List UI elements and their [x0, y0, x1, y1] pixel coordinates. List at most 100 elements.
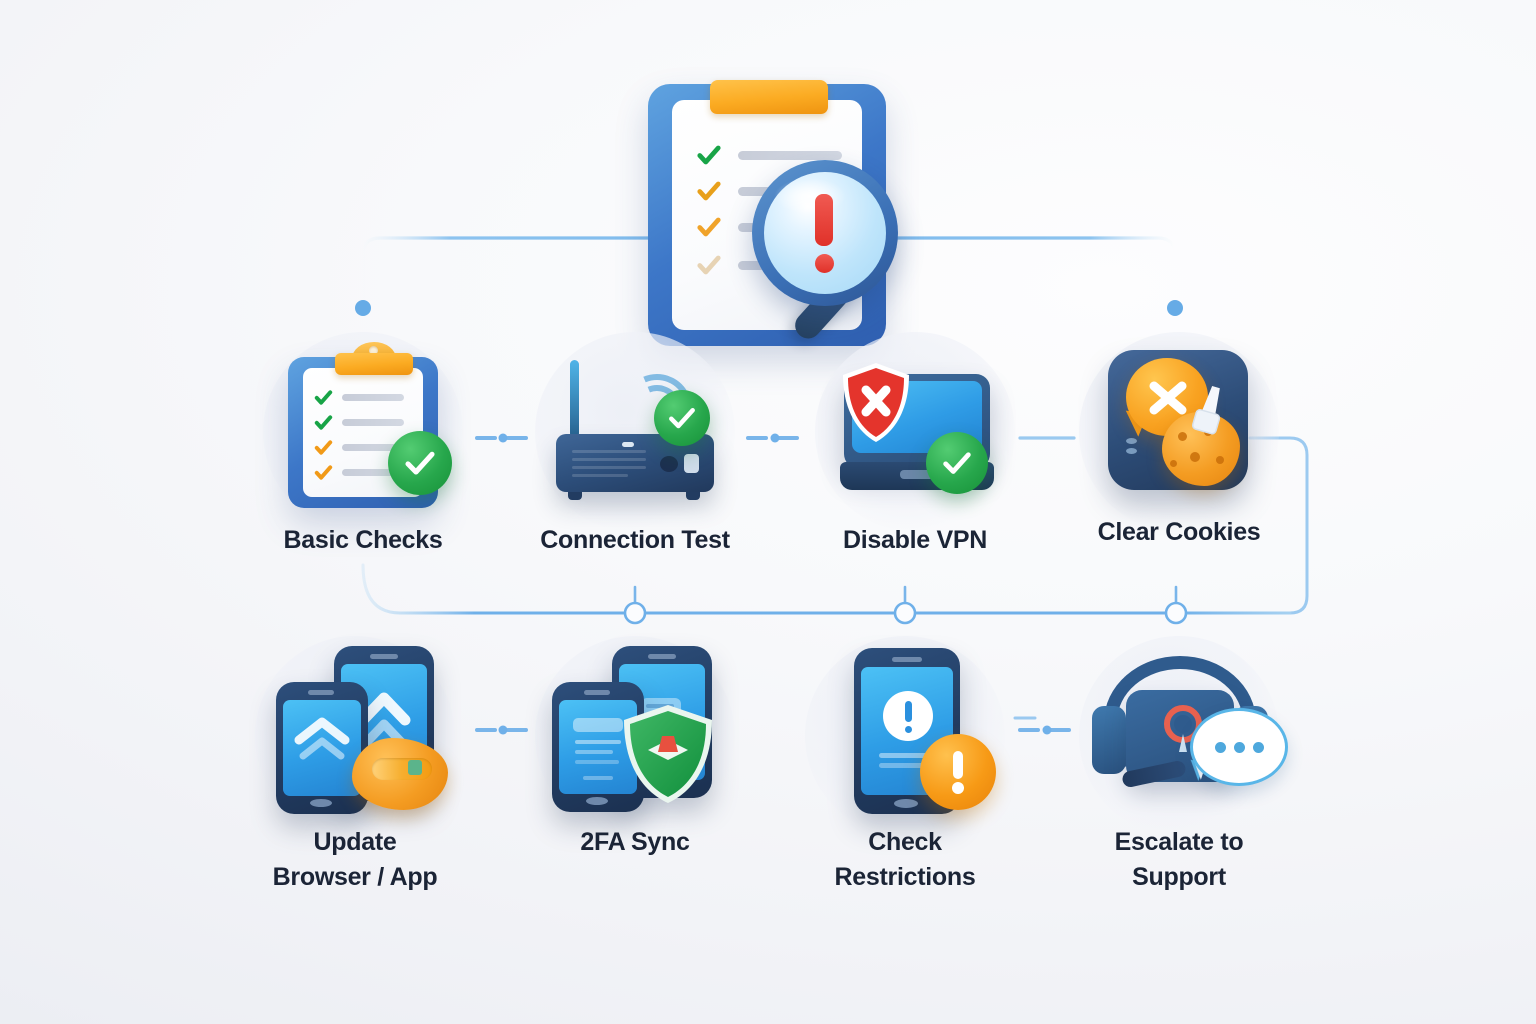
screen-text-2 — [575, 750, 613, 754]
magnifier-shine — [774, 178, 846, 214]
node-label-line-2: Browser / App — [272, 862, 438, 891]
cookie-chip-3 — [1190, 452, 1200, 462]
node-connection-test[interactable]: Connection Test — [520, 332, 750, 558]
check-icon-2 — [696, 178, 722, 204]
node-2fa-sync[interactable]: 2FA Sync — [520, 636, 750, 860]
junction-node-support — [1164, 601, 1188, 625]
router-status-light — [622, 442, 634, 447]
check-icon-3 — [314, 438, 333, 457]
chat-dot-2 — [1233, 741, 1245, 753]
headset-ear-left — [1092, 706, 1126, 774]
check-icon-3 — [696, 214, 722, 240]
alert-exclamation-bar — [815, 194, 833, 246]
connector-cookies-to-bus — [1174, 436, 1309, 615]
phone-alert-icon — [790, 640, 1020, 825]
screen-title — [573, 718, 623, 732]
node-label-clear-cookies: Clear Cookies — [1097, 518, 1261, 546]
exclamation-icon — [952, 751, 964, 794]
node-label-line-2: Support — [1132, 862, 1226, 891]
dashed-link-dot-2 — [770, 433, 780, 443]
screen-text-3 — [575, 760, 619, 764]
router-vent-1 — [572, 450, 646, 453]
router-antenna — [570, 360, 579, 438]
node-escalate-to-support[interactable]: Escalate to Support — [1064, 636, 1294, 894]
router-vent-3 — [572, 466, 646, 469]
node-label-line-1: Escalate to — [1114, 828, 1244, 856]
screen-text-1 — [646, 704, 674, 708]
clipboard-check-icon — [248, 338, 478, 523]
eraser-brush-icon — [1191, 386, 1221, 435]
phone-front-screen — [283, 700, 361, 796]
cookie-chip-1 — [1178, 432, 1187, 441]
alert-exclamation-dot — [815, 254, 834, 273]
screen-text-1 — [879, 753, 935, 758]
laptop-shield-x-icon — [800, 338, 1030, 523]
node-label-basic-checks: Basic Checks — [283, 526, 443, 554]
node-label-line-1: 2FA Sync — [580, 828, 690, 856]
x-icon — [1149, 381, 1187, 415]
junction-node-2fa — [623, 601, 647, 625]
orange-badge-pill — [372, 758, 432, 780]
headset-chat-icon — [1064, 640, 1294, 825]
junction-node-restrictions — [893, 601, 917, 625]
node-clear-cookies[interactable]: Clear Cookies — [1064, 330, 1294, 550]
connector-lower-bus — [361, 563, 1292, 615]
chat-bubble-badge — [1190, 708, 1288, 786]
dashed-link-dot-1 — [498, 433, 508, 443]
check-icon-1 — [696, 142, 722, 168]
clipboard-clip — [710, 80, 828, 114]
node-label-update-browser-app: Update Browser / App — [240, 825, 470, 894]
check-icon-4 — [314, 463, 333, 482]
shield-x-icon — [838, 360, 914, 446]
green-check-badge — [654, 390, 710, 446]
node-check-restrictions[interactable]: Check Restrictions — [790, 636, 1020, 894]
card-dot-2 — [1126, 448, 1137, 454]
router-led — [684, 454, 699, 473]
phones-shield-icon — [520, 640, 750, 825]
phone-front-notch — [308, 690, 334, 695]
orange-badge-chip — [408, 760, 422, 775]
endpoint-dot-left — [355, 300, 371, 316]
phone-front-screen — [559, 700, 637, 794]
node-label-line-2: Restrictions — [834, 862, 976, 891]
checklist-line-1 — [738, 151, 842, 160]
phone-front-home — [586, 797, 608, 805]
laptop-trackpad — [900, 470, 934, 479]
screen-text-1 — [575, 740, 621, 744]
root-node-troubleshooting-checklist[interactable] — [640, 58, 900, 358]
node-disable-vpn[interactable]: Disable VPN — [800, 332, 1030, 558]
check-icon-2 — [314, 413, 333, 432]
connector-root-to-right — [788, 236, 1177, 302]
check-icon-1 — [314, 388, 333, 407]
green-shield-badge — [624, 705, 712, 803]
checklist-line-1 — [342, 394, 404, 401]
node-label-connection-test: Connection Test — [540, 526, 730, 554]
clipboard-clip-hole — [369, 346, 378, 355]
clipboard-clip — [335, 353, 413, 375]
card-dot-1 — [1126, 438, 1137, 444]
node-label-line-1: Check — [868, 828, 942, 856]
node-basic-checks[interactable]: Basic Checks — [248, 332, 478, 558]
cookie-chip-5 — [1170, 460, 1177, 467]
chat-dot-1 — [1214, 741, 1226, 753]
browser-cookie-x-icon — [1064, 330, 1294, 515]
router-vent-4 — [572, 474, 628, 477]
node-label-2fa-sync: 2FA Sync — [520, 825, 750, 860]
node-update-browser-app[interactable]: Update Browser / App — [240, 636, 470, 894]
node-label-line-1: Update — [313, 828, 397, 856]
phone-front-home — [310, 799, 332, 807]
node-label-disable-vpn: Disable VPN — [843, 526, 987, 554]
green-check-badge — [388, 431, 452, 495]
connector-root-to-left — [361, 236, 762, 302]
alert-bar — [905, 701, 912, 722]
orange-alert-badge — [920, 734, 996, 810]
screen-text-2 — [879, 763, 923, 768]
node-label-escalate-to-support: Escalate to Support — [1064, 825, 1294, 894]
checklist-line-3 — [342, 444, 404, 451]
alert-dot — [905, 726, 912, 733]
update-arrow-icon — [357, 692, 411, 749]
endpoint-dot-right — [1167, 300, 1183, 316]
router-wifi-icon — [520, 338, 750, 523]
checklist-line-2 — [342, 419, 404, 426]
